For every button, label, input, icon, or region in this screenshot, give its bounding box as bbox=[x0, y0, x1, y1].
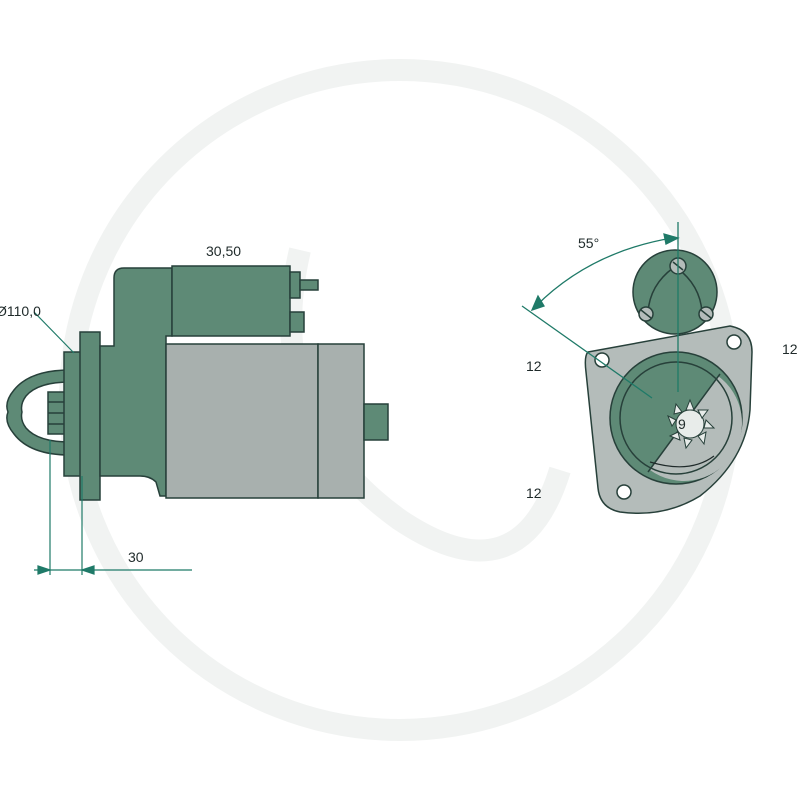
solenoid bbox=[171, 265, 291, 337]
solenoid-terminal-top-stud bbox=[299, 279, 319, 291]
mounting-hole-top-right bbox=[726, 334, 742, 350]
solenoid-cap bbox=[632, 249, 718, 335]
solenoid-dimension-label: 30,50 bbox=[206, 243, 241, 259]
diameter-label: Ø110,0 bbox=[0, 303, 41, 319]
drive-end-housing bbox=[99, 267, 173, 497]
motor-housing bbox=[165, 343, 319, 499]
angle-label: 55° bbox=[578, 235, 599, 251]
hole-label-left-bottom: 12 bbox=[526, 485, 542, 501]
side-view bbox=[6, 265, 389, 501]
teeth-count-label: 9 bbox=[678, 416, 686, 432]
front-view bbox=[584, 249, 753, 515]
end-cap bbox=[317, 343, 365, 499]
mounting-hole-bottom bbox=[616, 484, 632, 500]
side-view-dimensions bbox=[33, 311, 192, 575]
mounting-hole-top-left bbox=[594, 352, 610, 368]
rear-bearing-stub bbox=[363, 403, 389, 441]
mounting-flange bbox=[79, 331, 101, 501]
pinion-teeth bbox=[667, 398, 716, 450]
rotation-arrow bbox=[649, 455, 715, 468]
flange-offset-label: 30 bbox=[128, 549, 144, 565]
solenoid-terminal-top bbox=[289, 271, 301, 299]
hole-label-left-top: 12 bbox=[526, 358, 542, 374]
front-view-dimensions bbox=[521, 222, 680, 399]
solenoid-terminal-bottom bbox=[289, 311, 305, 333]
hole-label-right: 12 bbox=[782, 341, 798, 357]
